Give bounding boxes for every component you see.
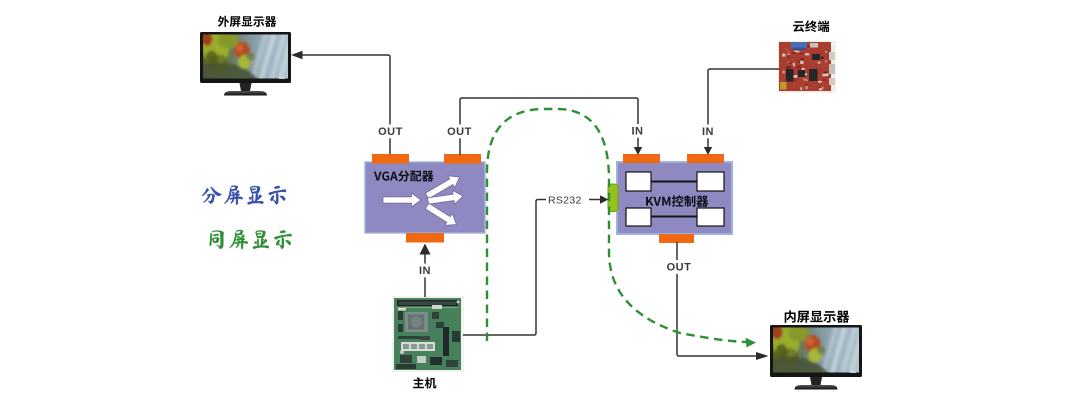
svg-text:OUT: OUT (667, 262, 692, 274)
svg-text:OUT: OUT (447, 126, 472, 138)
svg-text:IN: IN (419, 265, 431, 277)
svg-text:OUT: OUT (378, 126, 403, 138)
svg-text:IN: IN (702, 126, 714, 138)
svg-text:RS232: RS232 (548, 195, 582, 207)
svg-text:IN: IN (632, 126, 644, 138)
